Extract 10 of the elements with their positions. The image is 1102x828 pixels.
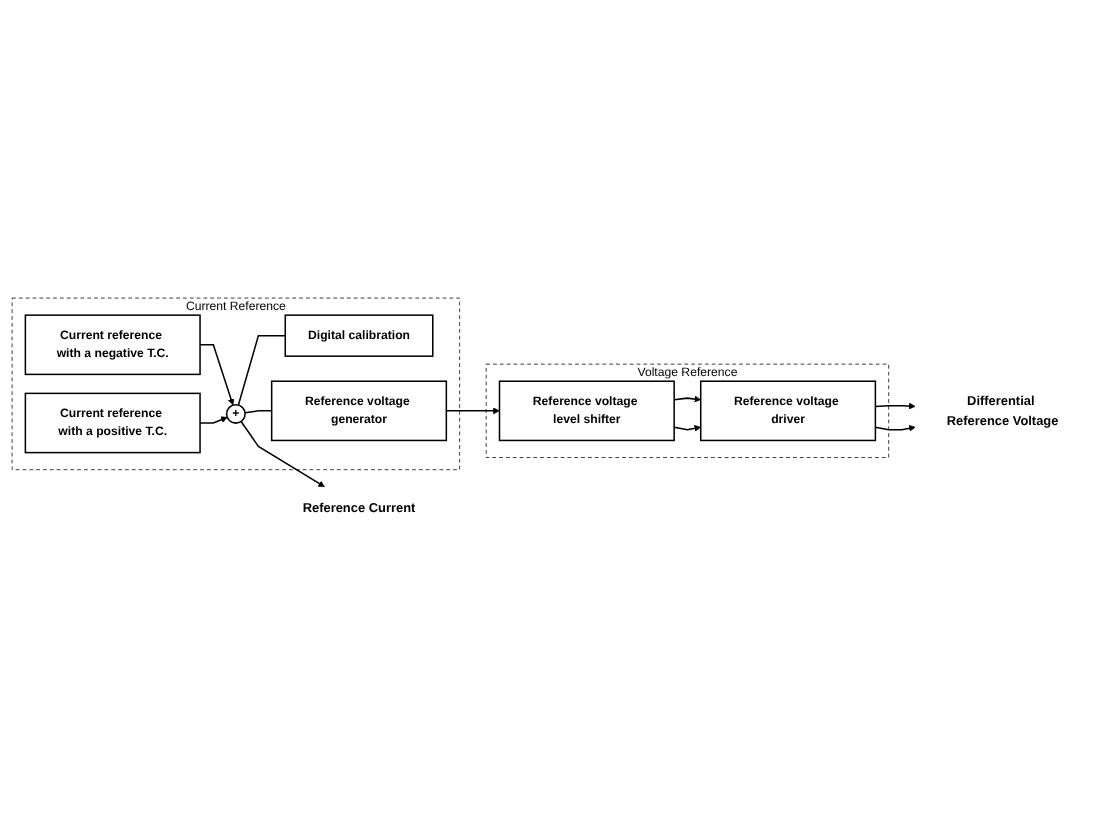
arrow xyxy=(240,421,325,488)
arrow xyxy=(874,403,916,410)
connector xyxy=(237,335,286,407)
arrow xyxy=(673,425,702,433)
arrow xyxy=(673,396,702,403)
connector xyxy=(244,410,273,414)
arrow xyxy=(199,344,235,406)
arrow xyxy=(199,417,228,425)
arrow xyxy=(445,408,500,415)
arrow xyxy=(874,425,916,433)
